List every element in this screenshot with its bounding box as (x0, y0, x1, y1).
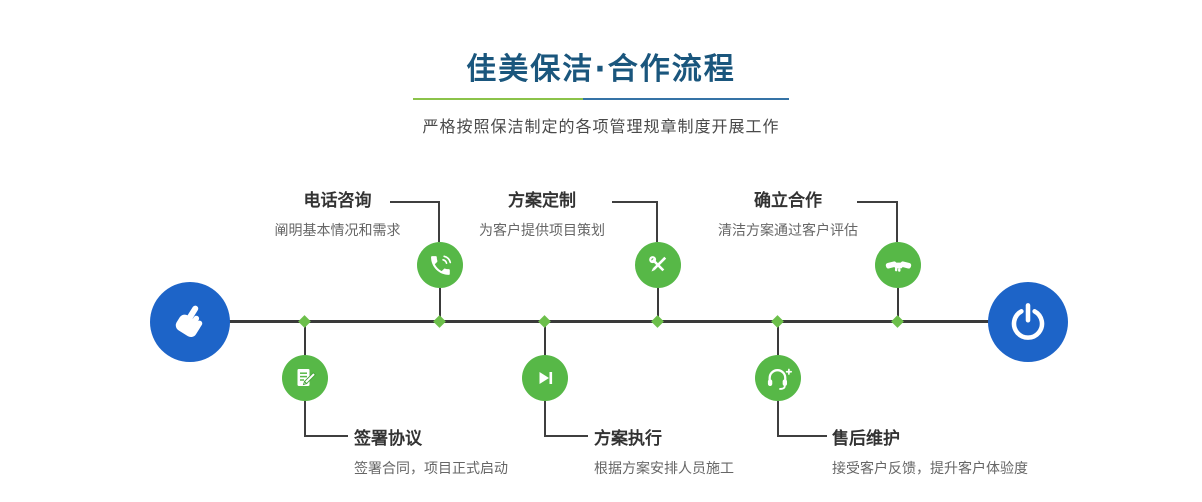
step-circle-sign (282, 355, 328, 401)
timeline-node-diamond (538, 315, 551, 328)
label-connector (612, 201, 657, 203)
pointer-hand-icon (169, 301, 211, 343)
page-subtitle: 严格按照保洁制定的各项管理规章制度开展工作 (422, 117, 780, 136)
step-stem (897, 288, 899, 321)
label-connector (896, 201, 898, 242)
step-desc: 根据方案安排人员施工 (594, 461, 734, 477)
timeline-node-diamond (298, 315, 311, 328)
step-stem (304, 323, 306, 355)
label-connector (656, 201, 658, 242)
label-connector (544, 401, 546, 437)
handshake-icon (885, 253, 912, 278)
step-circle-execute (522, 355, 568, 401)
title-divider (413, 98, 789, 100)
step-desc: 接受客户反馈，提升客户体验度 (832, 461, 1028, 477)
step-title: 签署协议 (354, 429, 422, 449)
timeline-node-diamond (651, 315, 664, 328)
step-desc: 清洁方案通过客户评估 (718, 223, 858, 239)
step-title: 方案执行 (594, 429, 662, 449)
timeline-node-diamond (433, 315, 446, 328)
step-stem (544, 323, 546, 355)
step-label-plan: 方案定制 为客户提供项目策划 (462, 186, 622, 240)
divider-blue-segment (583, 98, 789, 100)
step-title: 电话咨询 (303, 191, 372, 211)
timeline-line (190, 320, 1028, 323)
power-icon (1007, 301, 1049, 343)
timeline-node-diamond (771, 315, 784, 328)
label-connector (544, 435, 588, 437)
step-stem (777, 323, 779, 355)
step-title: 方案定制 (508, 191, 576, 211)
timeline-end-node (988, 282, 1068, 362)
step-desc: 阐明基本情况和需求 (274, 223, 401, 239)
design-tools-icon (645, 252, 671, 278)
headset-plus-icon (765, 366, 792, 391)
timeline-node-diamond (891, 315, 904, 328)
divider-green-segment (413, 98, 583, 100)
step-label-aftersale: 售后维护 接受客户反馈，提升客户体验度 (832, 424, 1082, 478)
step-label-sign: 签署协议 签署合同，项目正式启动 (354, 424, 584, 478)
label-connector (777, 401, 779, 437)
step-label-execute: 方案执行 根据方案安排人员施工 (594, 424, 824, 478)
step-label-cooperate: 确立合作 清洁方案通过客户评估 (703, 186, 873, 240)
step-desc: 为客户提供项目策划 (479, 223, 605, 239)
step-title: 售后维护 (832, 429, 900, 449)
step-stem (657, 288, 659, 321)
label-connector (777, 435, 827, 437)
label-connector (857, 201, 897, 203)
play-icon (533, 366, 557, 390)
step-circle-phone (417, 242, 463, 288)
phone-icon (428, 253, 453, 278)
label-connector (304, 435, 348, 437)
step-circle-cooperate (875, 242, 921, 288)
timeline-start-node (150, 282, 230, 362)
step-circle-aftersale (755, 355, 801, 401)
step-title: 确立合作 (754, 191, 822, 211)
step-label-phone: 电话咨询 阐明基本情况和需求 (250, 186, 425, 240)
label-connector (304, 401, 306, 437)
step-circle-plan (635, 242, 681, 288)
label-connector (390, 201, 439, 203)
document-pen-icon (293, 366, 317, 390)
step-stem (439, 288, 441, 321)
page-title: 佳美保洁·合作流程 (466, 52, 736, 87)
step-desc: 签署合同，项目正式启动 (354, 461, 508, 477)
label-connector (438, 201, 440, 242)
